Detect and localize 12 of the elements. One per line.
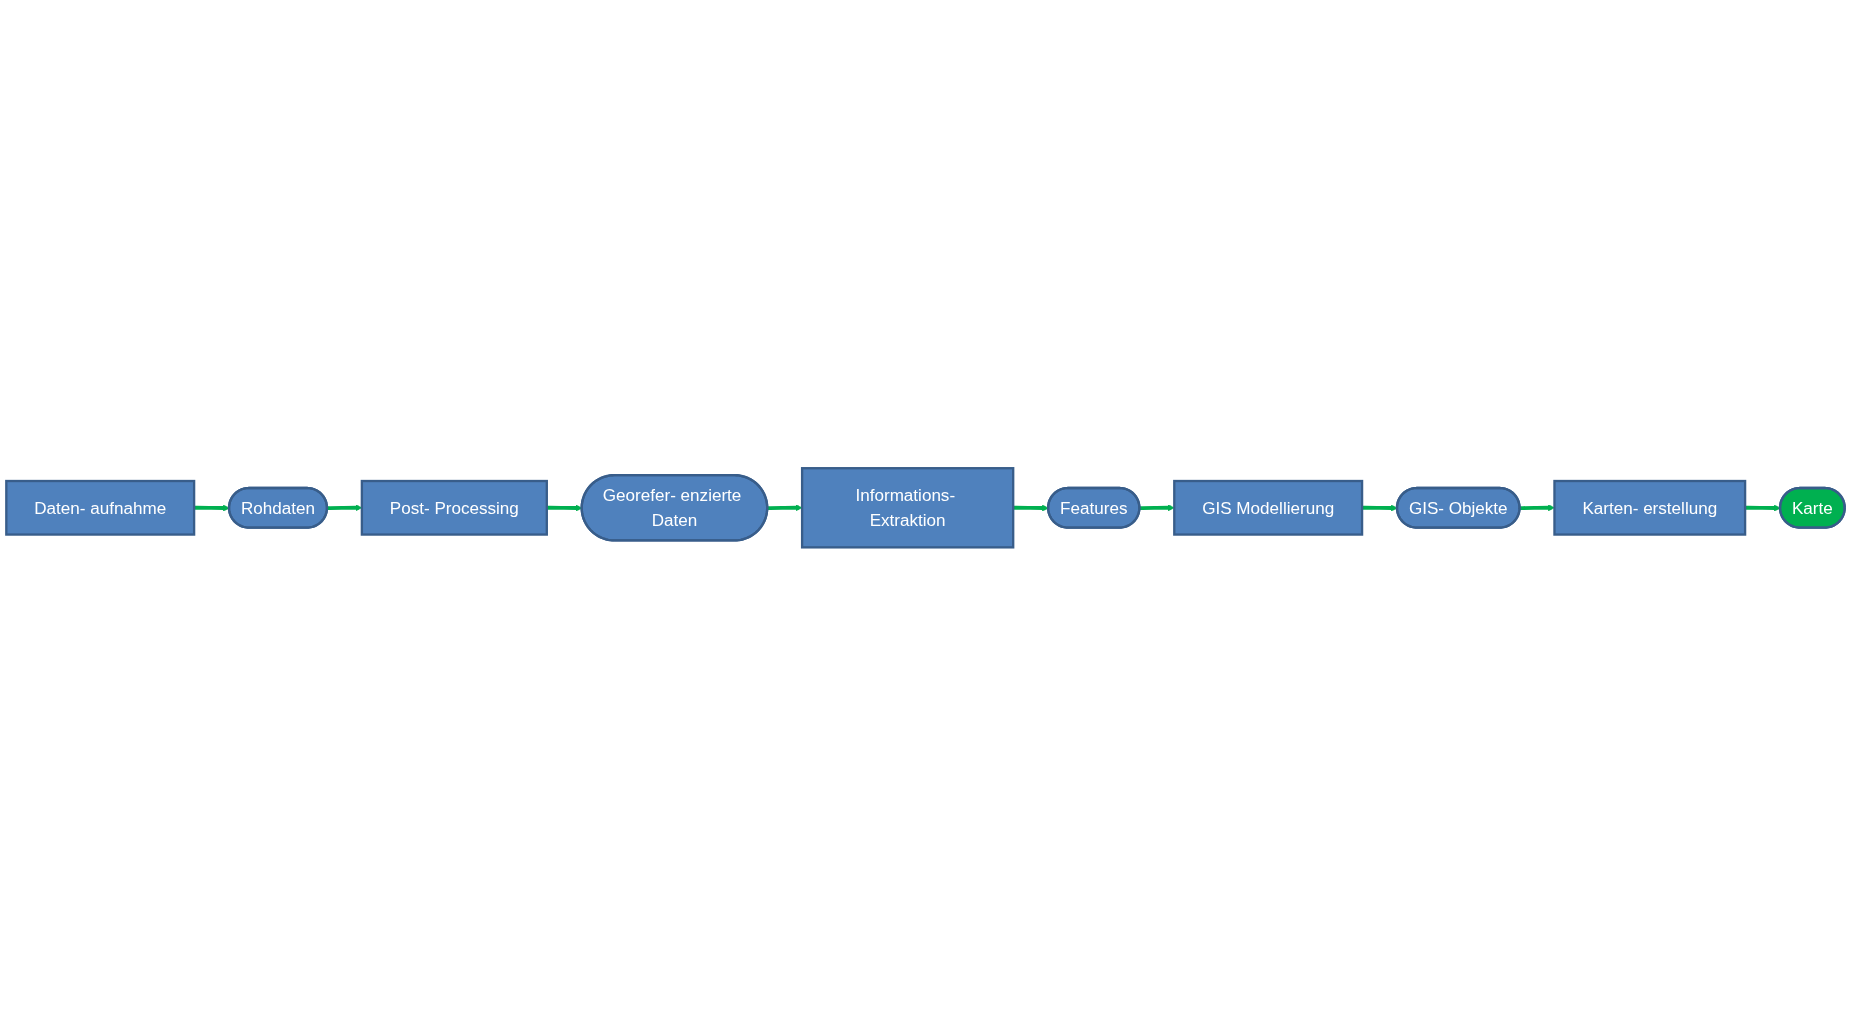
arrow xyxy=(1745,504,1781,512)
node-box: GIS Modellierung xyxy=(1173,480,1364,536)
arrow xyxy=(1519,504,1555,512)
arrow xyxy=(1362,504,1398,512)
node-box: Daten- aufnahme xyxy=(5,480,196,536)
node-box: Karten- erstellung xyxy=(1553,480,1747,536)
arrow xyxy=(1139,504,1175,512)
node-box: Informations- Extraktion xyxy=(800,467,1015,549)
arrow xyxy=(1013,504,1049,512)
arrow xyxy=(767,504,803,512)
node-box: Post- Processing xyxy=(360,480,548,536)
arrow xyxy=(194,504,230,512)
